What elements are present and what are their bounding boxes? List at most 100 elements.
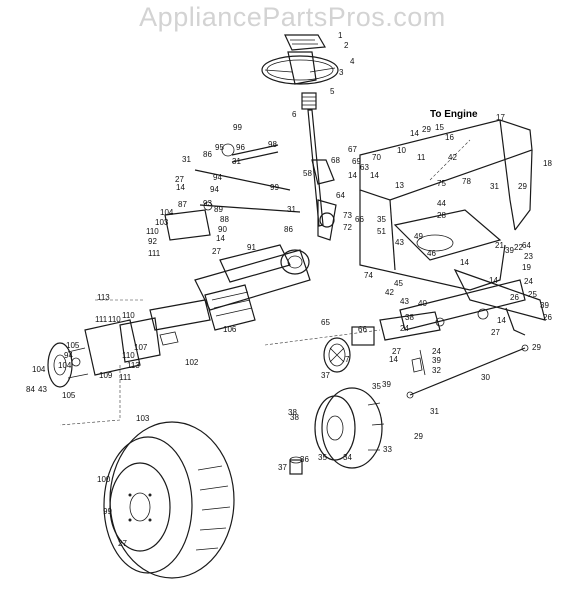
callout-number: 14 bbox=[389, 355, 398, 364]
callout-number: 45 bbox=[394, 279, 403, 288]
callout-number: 75 bbox=[437, 179, 446, 188]
callout-number: 44 bbox=[437, 199, 446, 208]
callout-number: 3 bbox=[339, 68, 344, 77]
callout-number: 30 bbox=[481, 373, 490, 382]
callout-number: 31 bbox=[490, 182, 499, 191]
callout-number: 27 bbox=[491, 328, 500, 337]
callout-number: 14 bbox=[370, 171, 379, 180]
callout-number: 110 bbox=[146, 227, 159, 236]
callout-number: 40 bbox=[418, 299, 427, 308]
callout-number: 105 bbox=[66, 341, 80, 350]
callout-number: 31 bbox=[182, 155, 191, 164]
callout-number: 10 bbox=[397, 146, 406, 155]
callout-number: 24 bbox=[400, 324, 409, 333]
callout-number: 43 bbox=[400, 297, 409, 306]
callout-number: 94 bbox=[213, 173, 222, 182]
hub-cap bbox=[323, 337, 351, 373]
callout-number: 31 bbox=[287, 205, 296, 214]
callout-number: 113 bbox=[127, 361, 140, 370]
callout-number: 23 bbox=[524, 252, 533, 261]
callout-number: 14 bbox=[460, 258, 469, 267]
callout-number: 104 bbox=[58, 361, 72, 370]
callout-number: 51 bbox=[377, 227, 386, 236]
callout-number: 27 bbox=[212, 247, 221, 256]
callout-number: 90 bbox=[218, 225, 227, 234]
callout-number: 11 bbox=[417, 153, 426, 162]
callout-number: 93 bbox=[203, 199, 212, 208]
callout-number: 110 bbox=[122, 311, 135, 320]
callout-number: 28 bbox=[437, 211, 446, 220]
callout-number: 67 bbox=[348, 145, 357, 154]
annotation-to-engine: To Engine bbox=[430, 109, 478, 120]
callout-number: 111 bbox=[119, 373, 132, 382]
tie-rod bbox=[406, 344, 529, 399]
callout-number: 31 bbox=[430, 407, 439, 416]
callout-number: 39 bbox=[432, 356, 441, 365]
callout-number: 43 bbox=[38, 385, 47, 394]
callout-number: 84 bbox=[26, 385, 35, 394]
callout-number: 29 bbox=[422, 125, 431, 134]
callout-number: 29 bbox=[414, 432, 423, 441]
callout-number: 95 bbox=[215, 143, 224, 152]
callout-number: 100 bbox=[97, 475, 111, 484]
callout-number: 39 bbox=[382, 380, 391, 389]
callout-number: 104 bbox=[32, 365, 46, 374]
frame bbox=[359, 119, 546, 331]
callout-number: 21 bbox=[495, 241, 504, 250]
callout-number: 38 bbox=[290, 413, 299, 422]
callout-number: 14 bbox=[176, 183, 185, 192]
callout-number: 94 bbox=[210, 185, 219, 194]
callout-number: 64 bbox=[336, 191, 345, 200]
callout-number: 42 bbox=[385, 288, 394, 297]
callout-number: 37 bbox=[321, 371, 330, 380]
callout-number: 110 bbox=[108, 315, 121, 324]
callout-number: 38 bbox=[405, 313, 414, 322]
callout-number: 34 bbox=[343, 453, 352, 462]
callout-number: 14 bbox=[410, 129, 419, 138]
front-hub bbox=[47, 342, 89, 388]
callout-number: 72 bbox=[343, 223, 352, 232]
callout-number: 24 bbox=[524, 277, 533, 286]
callout-number: 102 bbox=[185, 358, 199, 367]
front-axle bbox=[84, 244, 311, 376]
callout-number: 14 bbox=[497, 316, 506, 325]
callout-number: 6 bbox=[292, 110, 297, 119]
callout-number: 87 bbox=[178, 200, 187, 209]
callout-number: 39 bbox=[540, 301, 549, 310]
callout-number: 2 bbox=[344, 41, 349, 50]
callout-number: 92 bbox=[148, 237, 157, 246]
callout-number: 39 bbox=[505, 246, 514, 255]
callout-number: 26 bbox=[510, 293, 519, 302]
callout-number: 24 bbox=[432, 347, 441, 356]
callout-number: 86 bbox=[203, 150, 212, 159]
callout-number: 69 bbox=[352, 157, 361, 166]
callout-number: 98 bbox=[268, 140, 277, 149]
callout-number: 64 bbox=[522, 241, 531, 250]
callout-number: 73 bbox=[343, 211, 352, 220]
callout-number: 68 bbox=[331, 156, 340, 165]
steering-linkage bbox=[164, 143, 301, 241]
callout-number: 33 bbox=[383, 445, 392, 454]
callout-number: 103 bbox=[136, 414, 150, 423]
steering-wheel bbox=[261, 34, 339, 85]
callout-number: 91 bbox=[247, 243, 256, 252]
steering-shaft bbox=[301, 92, 337, 241]
bushing bbox=[289, 456, 303, 475]
callout-number: 1 bbox=[338, 31, 343, 40]
callout-number: 106 bbox=[223, 325, 237, 334]
callout-number: 7 bbox=[345, 355, 350, 364]
callout-number: 86 bbox=[284, 225, 293, 234]
callout-number: 25 bbox=[528, 290, 537, 299]
front-wheel bbox=[103, 421, 235, 579]
rear-wheel bbox=[314, 387, 385, 469]
callout-number: 96 bbox=[236, 143, 245, 152]
callout-number: 5 bbox=[330, 87, 335, 96]
callout-number: 99 bbox=[103, 507, 112, 516]
callout-number: 104 bbox=[160, 208, 174, 217]
callout-number: 111 bbox=[148, 249, 161, 258]
callout-number: 65 bbox=[321, 318, 330, 327]
callout-number: 66 bbox=[355, 215, 364, 224]
callout-number: 36 bbox=[300, 455, 309, 464]
callout-number: 94 bbox=[64, 351, 73, 360]
